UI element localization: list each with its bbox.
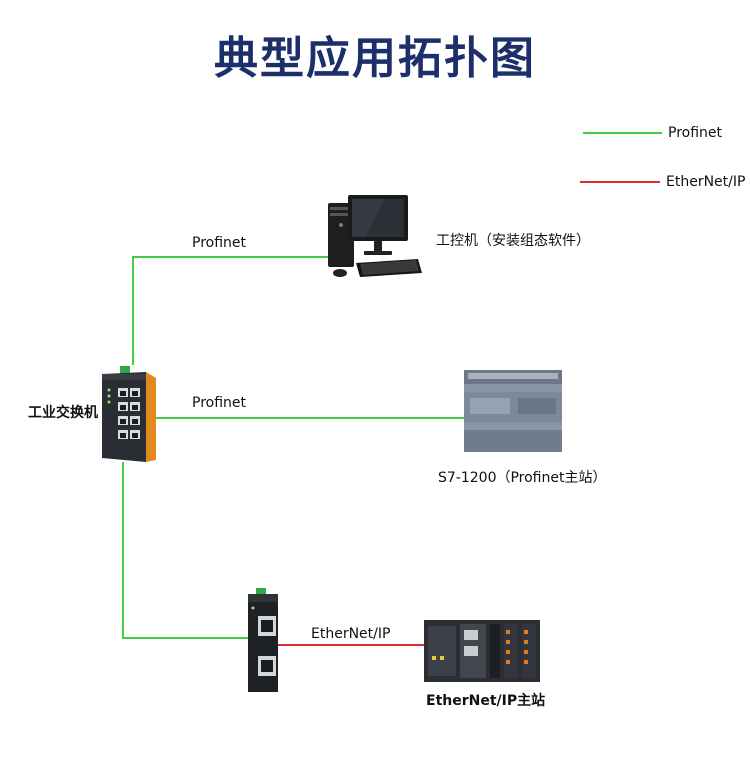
link-label-switch-plc: Profinet [192,395,247,411]
switch-label: 工业交换机 [28,405,98,421]
legend-label-profinet: Profinet [668,125,723,141]
industrial-switch-icon [102,366,156,464]
pc-label: 工控机（安装组态软件） [436,233,590,249]
diagram-title: 典型应用拓扑图 [214,33,536,84]
link-label-switch-pc: Profinet [192,235,247,251]
plc-label: S7-1200（Profinet主站） [438,470,607,486]
legend-label-ethernet-ip: EtherNet/IP [666,174,746,190]
protocol-gateway-icon [246,588,280,692]
ethernet-ip-master-label: EtherNet/IP主站 [426,693,546,709]
link-switch-pc [132,256,330,365]
link-switch-gateway [122,462,250,639]
link-label-gateway-ethernet-ip: EtherNet/IP [311,626,391,642]
s7-1200-plc-icon [464,370,562,452]
industrial-pc-icon [324,193,424,281]
ethernet-ip-plc-icon [424,620,540,682]
